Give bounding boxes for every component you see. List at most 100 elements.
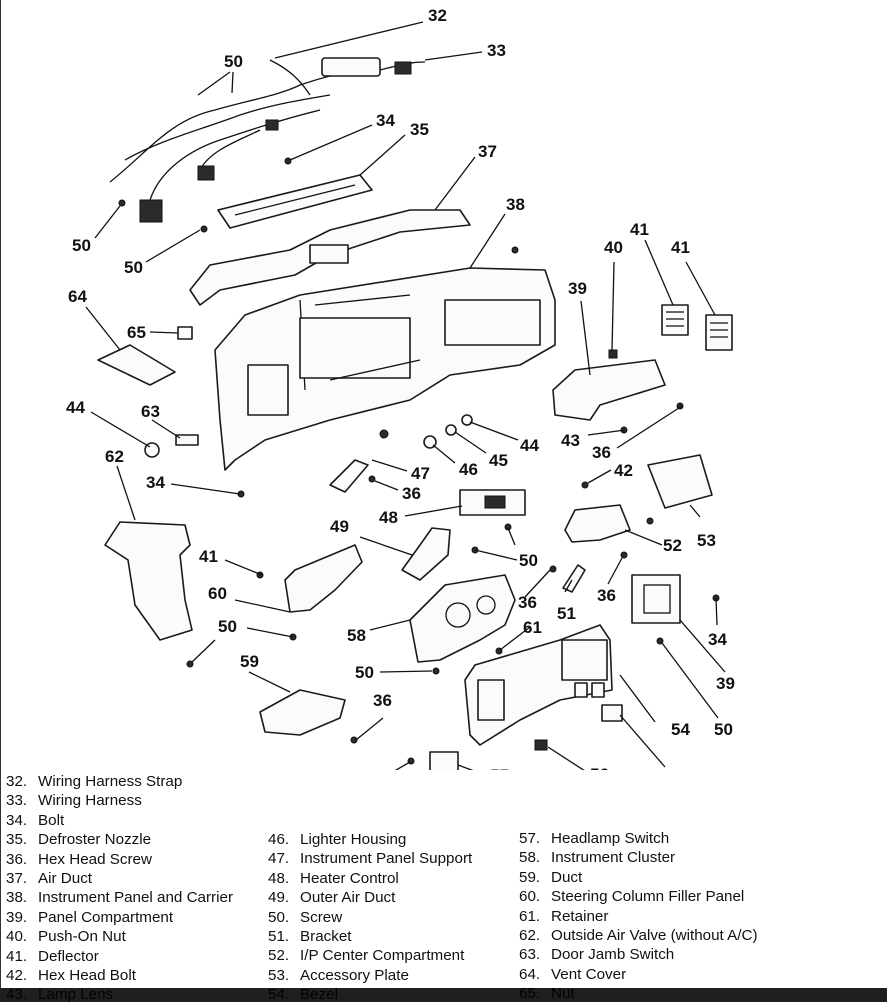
legend-number: 40. xyxy=(6,928,28,946)
legend-item: 50.Screw xyxy=(268,908,472,927)
callout: 34 xyxy=(376,111,395,130)
legend-number: 53. xyxy=(268,966,290,984)
callout: 63 xyxy=(141,402,160,421)
legend-number: 61. xyxy=(519,907,541,925)
callout: 49 xyxy=(330,517,349,536)
callout: 36 xyxy=(402,484,421,503)
callout: 50 xyxy=(519,551,538,570)
legend-text: Panel Compartment xyxy=(38,908,174,926)
legend-number: 62. xyxy=(519,927,541,945)
nut xyxy=(177,326,193,340)
legend-item: 64.Vent Cover xyxy=(519,965,758,984)
callout: 41 xyxy=(671,238,690,257)
duct xyxy=(259,689,346,736)
small-switch xyxy=(601,704,623,722)
callout: 39 xyxy=(568,279,587,298)
image-border xyxy=(0,0,1,988)
legend-text: Outside Air Valve (without A/C) xyxy=(551,927,758,945)
legend-item: 51.Bracket xyxy=(268,927,472,946)
legend-item: 63.Door Jamb Switch xyxy=(519,945,758,964)
legend-number: 37. xyxy=(6,870,28,888)
callout: 32 xyxy=(428,6,447,25)
legend-text: Heater Control xyxy=(300,869,399,887)
callout: 42 xyxy=(614,461,633,480)
callout: 50 xyxy=(218,617,237,636)
legend-item: 60. Steering Column Filler Panel xyxy=(519,887,758,906)
legend-item: 61. Retainer xyxy=(519,907,758,926)
legend-number: 46. xyxy=(268,831,290,848)
legend-number: 59. xyxy=(519,868,541,886)
callout: 36 xyxy=(592,443,611,462)
legend-item: 59. Duct xyxy=(519,868,758,887)
legend-text: Vent Cover xyxy=(551,965,627,983)
outside-air-valve xyxy=(104,521,193,641)
callout: 53 xyxy=(697,531,716,550)
legend-number: 36. xyxy=(6,850,28,868)
legend-item: 32. Wiring Harness Strap xyxy=(6,772,233,791)
legend-item: 65.Nut xyxy=(519,984,758,1003)
legend-number: 60. xyxy=(519,888,541,906)
legend-item: 35.Defroster Nozzle xyxy=(6,830,233,849)
legend-number: 49. xyxy=(268,889,290,907)
legend-item: 37. Air Duct xyxy=(6,869,233,888)
legend-text: Lighter Housing xyxy=(300,831,407,848)
callout: 50 xyxy=(355,663,374,682)
callout: 50 xyxy=(714,720,733,739)
legend-number: 41. xyxy=(6,947,28,965)
legend-column-2: 46. Lighter Housing 47.Instrument Panel S… xyxy=(268,830,472,1005)
headlamp-switch xyxy=(429,751,459,770)
legend-text: Wiring Harness Strap xyxy=(38,773,183,790)
legend-item: 33.Wiring Harness xyxy=(6,791,233,810)
callout: 36 xyxy=(373,691,392,710)
callout: 34 xyxy=(708,630,727,649)
callout: 43 xyxy=(561,431,580,450)
legend-column-1: 32. Wiring Harness Strap 33.Wiring Harnes… xyxy=(6,772,233,1005)
legend-text: Defroster Nozzle xyxy=(38,831,152,849)
callout: 50 xyxy=(72,236,91,255)
legend-number: 58. xyxy=(519,849,541,867)
legend-text: Retainer xyxy=(551,907,609,925)
vent-cover xyxy=(97,344,176,386)
bracket xyxy=(562,564,586,593)
legend-text: Screw xyxy=(300,908,343,926)
callout: 44 xyxy=(520,436,539,455)
legend-number: 48. xyxy=(268,869,290,887)
legend-text: Bolt xyxy=(38,811,65,829)
legend-text: Steering Column Filler Panel xyxy=(551,888,745,906)
legend-number: 32. xyxy=(6,773,28,790)
heater-control xyxy=(459,489,526,516)
legend-item: 47.Instrument Panel Support xyxy=(268,849,472,868)
legend-text: Nut xyxy=(551,985,575,1003)
callout: 65 xyxy=(127,323,146,342)
legend-text: Instrument Panel and Carrier xyxy=(38,889,233,907)
legend-text: Hex Head Bolt xyxy=(38,967,136,985)
legend-text: Duct xyxy=(551,868,583,886)
steering-column-filler-panel xyxy=(284,544,363,613)
deflector xyxy=(661,304,733,351)
callouts: 32 33 50 34 35 37 50 50 38 64 65 41 41 4… xyxy=(66,6,735,770)
legend-text: Air Duct xyxy=(38,870,93,888)
legend-column-3: 57.Headlamp Switch 58.Instrument Cluster… xyxy=(519,829,758,1004)
callout: 44 xyxy=(66,398,85,417)
legend-text: Outer Air Duct xyxy=(300,889,396,907)
callout: 51 xyxy=(557,604,576,623)
legend-text: Bezel xyxy=(300,986,338,1004)
callout: 52 xyxy=(663,536,682,555)
legend-number: 57. xyxy=(519,830,541,847)
air-duct xyxy=(189,209,471,306)
callout: 61 xyxy=(523,618,542,637)
legend-number: 52. xyxy=(268,947,290,965)
callout: 33 xyxy=(487,41,506,60)
legend-item: 48. Heater Control xyxy=(268,869,472,888)
legend-number: 38. xyxy=(6,889,28,907)
legend-item: 62. Outside Air Valve (without A/C) xyxy=(519,926,758,945)
callout: 40 xyxy=(604,238,623,257)
legend-text: Headlamp Switch xyxy=(551,830,670,847)
outer-air-duct xyxy=(401,527,451,581)
accessory-plate xyxy=(647,454,713,509)
panel-compartment xyxy=(552,359,666,421)
bezel xyxy=(464,624,613,746)
callout: 50 xyxy=(224,52,243,71)
legend-number: 42. xyxy=(6,967,28,985)
push-on-nut xyxy=(608,349,618,359)
